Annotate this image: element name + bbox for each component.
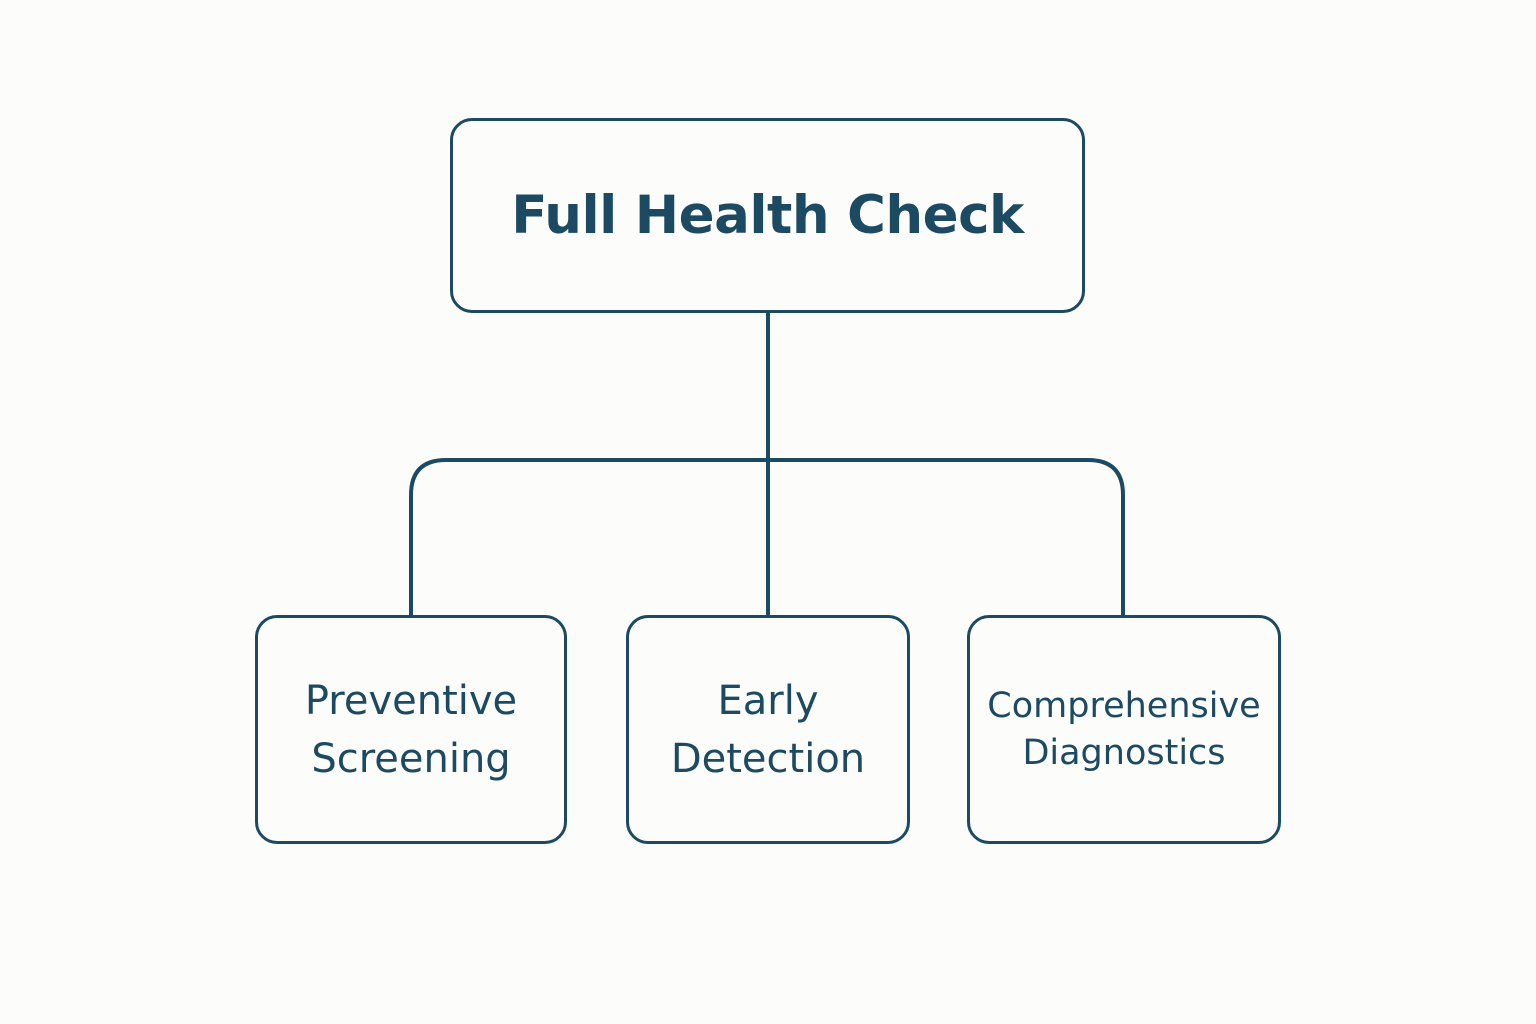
child-node-label-line2: Detection	[670, 735, 866, 782]
child-node-label-line1: Early	[717, 677, 819, 724]
child-node-early-detection: Early Detection	[626, 615, 910, 844]
child-node-preventive-screening: Preventive Screening	[255, 615, 567, 844]
child-node-label-line1: Preventive	[304, 677, 518, 724]
child-node-comprehensive-diagnostics: Comprehensive Diagnostics	[967, 615, 1281, 844]
child-node-label: Early Detection	[671, 672, 865, 788]
child-node-label-line2: Diagnostics	[1022, 732, 1226, 773]
root-node-label: Full Health Check	[511, 185, 1024, 246]
root-node-full-health-check: Full Health Check	[450, 118, 1085, 313]
child-node-label-line2: Screening	[311, 735, 511, 782]
child-node-label: Preventive Screening	[305, 672, 517, 788]
child-node-label-line1: Comprehensive	[987, 685, 1261, 726]
child-node-label: Comprehensive Diagnostics	[987, 683, 1260, 777]
